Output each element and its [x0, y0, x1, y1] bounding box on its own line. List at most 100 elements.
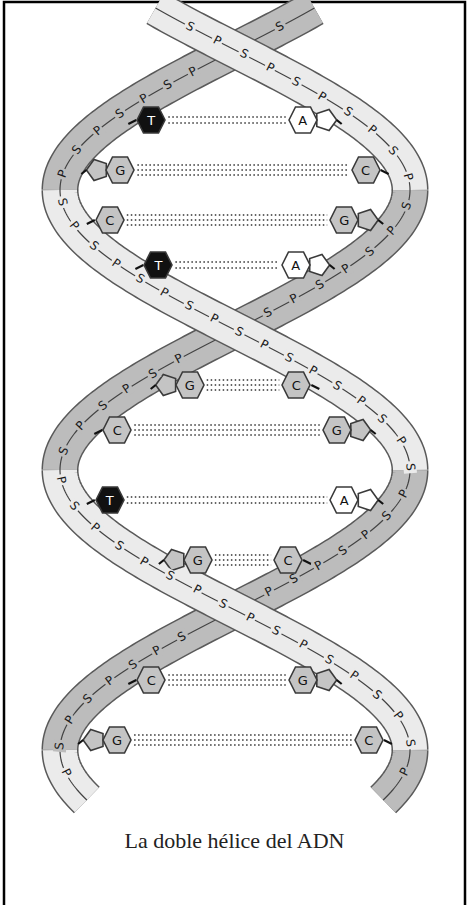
hexagon-shape: [323, 417, 351, 443]
ribbon-body: [156, 8, 410, 190]
base-stick: [78, 740, 83, 744]
hydrogen-bond: [207, 380, 280, 390]
base-stick: [381, 170, 389, 174]
base-stick: [87, 220, 95, 224]
base-stick: [371, 430, 376, 434]
base-pentagon: [310, 255, 330, 276]
base-hexagon: A: [288, 106, 318, 134]
base-stick: [337, 680, 342, 684]
hexagon-shape: [352, 157, 380, 183]
ribbon-body: [60, 190, 410, 470]
base-hexagon: C: [281, 371, 311, 399]
hexagon-shape: [137, 667, 165, 693]
ribbon-outline: [60, 190, 410, 470]
ribbon-body: [60, 470, 410, 750]
base-letter: C: [105, 213, 114, 228]
hexagon-shape: [96, 487, 124, 513]
backbone-letter: S: [402, 737, 417, 750]
hexagon-shape: [176, 372, 204, 398]
ribbon-outline: [60, 190, 410, 470]
base-letter: G: [115, 163, 125, 178]
ribbon-body: [60, 470, 410, 750]
base-stick: [87, 500, 95, 504]
base-decorations: [78, 110, 392, 751]
hydrogen-bond: [175, 262, 278, 268]
hydrogen-bond: [215, 555, 271, 565]
base-hexagon: G: [105, 156, 135, 184]
base-hexagon: C: [136, 666, 166, 694]
hexagon-shape: [96, 207, 124, 233]
hydrogen-bond: [127, 497, 327, 503]
base-hexagon: T: [95, 486, 125, 514]
base-stick: [81, 170, 86, 174]
base-hexagon: G: [183, 546, 213, 574]
hydrogen-bond: [134, 735, 352, 745]
backbone-letter: S: [403, 461, 417, 474]
hydrogen-bond: [168, 117, 285, 123]
base-stick: [330, 265, 335, 269]
base-hexagon: A: [281, 251, 311, 279]
base-hexagon: C: [273, 546, 303, 574]
hexagon-shape: [355, 727, 383, 753]
base-stick: [159, 560, 164, 564]
base-letter: C: [361, 163, 370, 178]
base-hexagon: G: [175, 371, 205, 399]
base-stick: [384, 740, 392, 744]
base-letter: A: [298, 113, 307, 128]
base-hexagon: C: [354, 726, 384, 754]
base-stick: [151, 385, 156, 389]
hexagon-shape: [274, 547, 302, 573]
base-pentagon: [358, 210, 378, 231]
base-hexagon: G: [288, 666, 318, 694]
base-letter: A: [291, 258, 300, 273]
hexagon-shape: [289, 667, 317, 693]
base-letter: T: [106, 493, 114, 508]
ribbon-outline: [60, 470, 410, 750]
base-letter: C: [113, 423, 122, 438]
base-hexagon: G: [102, 726, 132, 754]
base-letter: G: [298, 673, 308, 688]
figure-caption: La doble hélice del ADN: [10, 828, 459, 854]
ribbon-bond-line: [60, 190, 410, 470]
base-hexagon: C: [351, 156, 381, 184]
base-hexagon: G: [329, 206, 359, 234]
base-stick: [128, 120, 136, 124]
hexagon-shape: [282, 372, 310, 398]
base-hexagon: T: [136, 106, 166, 134]
hexagon-shape: [330, 207, 358, 233]
base-letter: C: [284, 553, 293, 568]
base-stick: [135, 265, 143, 269]
base-letter: A: [340, 493, 349, 508]
base-letter: G: [112, 733, 122, 748]
hexagon-shape: [137, 107, 165, 133]
base-pentagon: [83, 730, 103, 751]
base-stick: [378, 220, 383, 224]
hexagon-shape: [330, 487, 358, 513]
backbone-letter: S: [53, 740, 67, 753]
hexagon-shape: [106, 157, 134, 183]
ribbon-bond-line: [60, 470, 410, 750]
hydrogen-bond: [134, 425, 319, 435]
frame-border: [4, 2, 465, 905]
ribbon-body: [60, 190, 410, 470]
backbone-ribbons: [60, 8, 410, 800]
base-hexagon: T: [143, 251, 173, 279]
base-letter: G: [332, 423, 342, 438]
hydrogen-bond: [137, 165, 348, 175]
ribbon-bond-line: [60, 470, 410, 750]
hexagon-shape: [184, 547, 212, 573]
ribbon-outline: [156, 8, 410, 190]
base-stick: [337, 120, 342, 124]
ribbon-outline: [60, 470, 410, 750]
ribbon-bond-line: [156, 8, 410, 190]
hexagon-shape: [103, 727, 131, 753]
base-stick: [128, 680, 136, 684]
base-letter: G: [339, 213, 349, 228]
base-letter: C: [147, 673, 156, 688]
base-stick: [303, 560, 311, 564]
base-letter: G: [193, 553, 203, 568]
hexagon-shape: [282, 252, 310, 278]
base-hexagon: A: [329, 486, 359, 514]
base-pentagon: [358, 490, 378, 511]
base-stick: [311, 385, 319, 389]
